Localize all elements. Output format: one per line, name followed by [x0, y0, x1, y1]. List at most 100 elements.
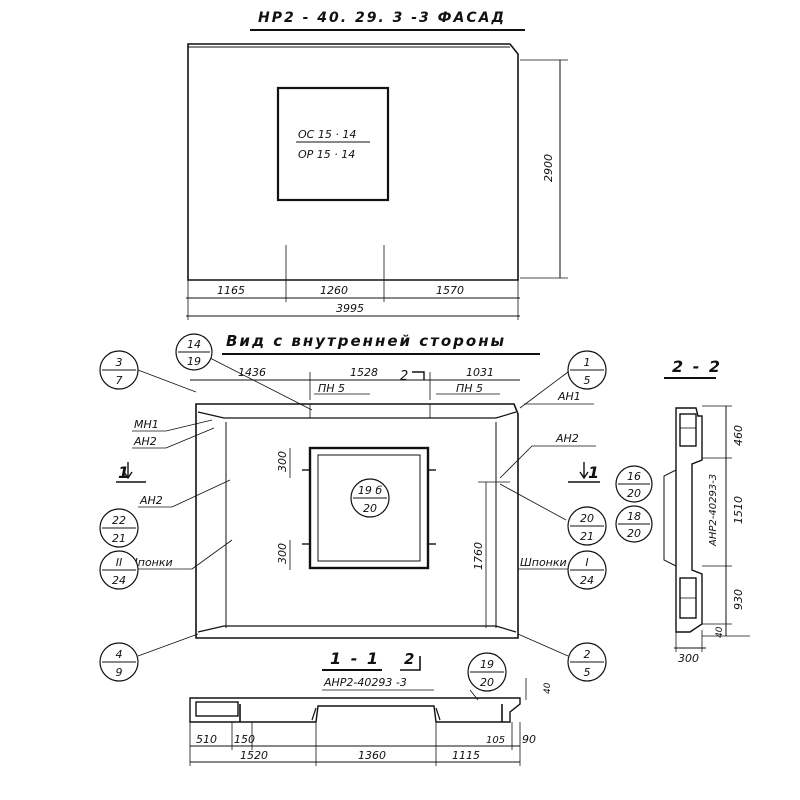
section11-window-jambs	[311, 707, 441, 721]
callout-4-9: 4 9	[99, 642, 139, 682]
section22-profile	[675, 407, 703, 633]
inner-section-arrow-left	[123, 462, 133, 480]
section22-dim-460: 460	[732, 425, 745, 446]
facade-panel-outline	[187, 43, 519, 281]
section-1-1: 1 - 1 2 АНР2-40293 -3 40 510 150 1520 13…	[189, 649, 553, 766]
leader-c15	[519, 371, 569, 409]
section-2-2: 2 - 2 АНР2-40293-3 460 1510 930 40 300	[663, 357, 750, 665]
section22-label: АНР2-40293-3	[708, 474, 719, 547]
svg-text:24: 24	[580, 574, 594, 587]
facade-window-label-bottom: ОР 15 · 14	[298, 148, 355, 161]
inner-section-arrow-right	[579, 462, 589, 480]
leader-c49	[137, 633, 199, 657]
section11-section-arrow	[400, 656, 421, 671]
inner-leader-shponki-left	[191, 539, 233, 570]
leader-c2021	[499, 483, 567, 521]
callout-19-20: 19 20	[467, 652, 507, 692]
inner-window-inner	[317, 454, 421, 562]
svg-text:14: 14	[187, 338, 201, 351]
callout-3-7: 3 7	[99, 350, 139, 390]
callout-18-20: 18 20	[615, 505, 653, 543]
svg-text:2: 2	[584, 648, 591, 661]
inner-pn5-left: ПН 5	[318, 382, 345, 395]
callout-19b-20: 19 б 20	[350, 478, 390, 518]
inner-window-outer	[308, 446, 430, 570]
svg-text:7: 7	[116, 374, 123, 387]
inner-pn5-right: ПН 5	[456, 382, 483, 395]
svg-text:20: 20	[627, 527, 641, 540]
callout-16-20: 16 20	[615, 465, 653, 503]
inner-dim-300-bottom: 300	[276, 543, 289, 564]
inner-dim-1760: 1760	[472, 542, 485, 570]
inner-dim-top-mid: 1528	[350, 366, 378, 379]
svg-text:3: 3	[116, 356, 123, 369]
facade-window-label-top: ОС 15 · 14	[298, 128, 356, 141]
inner-view: Вид с внутренней стороны 1436 1528 1031 …	[116, 332, 600, 657]
section22-title: 2 - 2	[672, 357, 722, 376]
section22-dim-1510: 1510	[732, 496, 745, 524]
section11-dim-40: 40	[543, 682, 553, 694]
inner-label-an2-top: АН2	[133, 435, 157, 448]
svg-text:19 б: 19 б	[358, 484, 382, 497]
facade-view: НР2 - 40. 29. 3 -3 ФАСАД ОС 15 · 14 ОР 1…	[186, 10, 568, 320]
leader-c25	[517, 633, 569, 657]
callout-I-24: I 24	[567, 550, 607, 590]
svg-text:20: 20	[363, 502, 377, 515]
svg-text:5: 5	[584, 666, 591, 679]
svg-text:21: 21	[112, 532, 126, 545]
callout-20-21: 20 21	[567, 506, 607, 546]
svg-text:24: 24	[112, 574, 126, 587]
inner-label-an2-right: АН2	[555, 432, 579, 445]
inner-dim-top-right: 1031	[466, 366, 494, 379]
inner-dim-top-left: 1436	[238, 366, 266, 379]
section22-top-cavity	[679, 413, 697, 447]
callout-14-19: 14 19	[175, 333, 213, 371]
inner-section-arrow-top	[412, 371, 425, 380]
svg-text:19: 19	[480, 658, 494, 671]
callouts: 3 7 14 19 1 5 22 21 II 24	[99, 333, 653, 692]
svg-text:22: 22	[112, 514, 126, 527]
inner-label-mn1: МН1	[134, 418, 159, 431]
svg-text:II: II	[116, 556, 123, 569]
facade-window	[276, 86, 390, 202]
callout-II-24: II 24	[99, 550, 139, 590]
svg-text:19: 19	[187, 355, 201, 368]
inner-view-title: Вид с внутренней стороны	[226, 332, 506, 350]
section11-dim-90: 90	[522, 733, 536, 746]
svg-text:I: I	[585, 556, 588, 569]
facade-dim-left: 1165	[217, 284, 245, 297]
section11-dim-1520: 1520	[240, 749, 268, 762]
inner-label-an2-left: АН2	[139, 494, 163, 507]
section11-title: 1 - 1	[330, 649, 380, 668]
svg-text:5: 5	[584, 374, 591, 387]
leader-c1419	[209, 357, 313, 411]
leader-c1920	[469, 689, 479, 701]
svg-text:20: 20	[480, 676, 494, 689]
inner-panel-outline	[195, 403, 519, 639]
section11-label: АНР2-40293 -3	[323, 676, 407, 689]
svg-text:20: 20	[580, 512, 594, 525]
section22-window-frame	[663, 469, 677, 567]
inner-leader-an2-left	[171, 479, 231, 508]
inner-section-mark-right: 1	[588, 463, 599, 482]
svg-text:4: 4	[116, 648, 123, 661]
facade-dim-height: 2900	[542, 154, 555, 182]
section11-left-cavity	[195, 701, 239, 717]
section22-dim-40: 40	[715, 626, 725, 638]
leader-c37	[137, 369, 197, 393]
inner-section-mark-top: 2	[400, 369, 408, 384]
inner-top-beam	[197, 411, 517, 419]
inner-leader-an2-top	[165, 427, 215, 449]
svg-text:16: 16	[627, 470, 641, 483]
section22-dim-300: 300	[678, 652, 699, 665]
callout-2-5: 2 5	[567, 642, 607, 682]
facade-dim-right: 1570	[436, 284, 464, 297]
section11-dim-1115: 1115	[452, 749, 480, 762]
svg-text:20: 20	[627, 487, 641, 500]
facade-dim-total: 3995	[336, 302, 364, 315]
section22-dim-930: 930	[732, 589, 745, 610]
inner-dim-300-top: 300	[276, 451, 289, 472]
svg-text:9: 9	[116, 666, 123, 679]
callout-1-5: 1 5	[567, 350, 607, 390]
